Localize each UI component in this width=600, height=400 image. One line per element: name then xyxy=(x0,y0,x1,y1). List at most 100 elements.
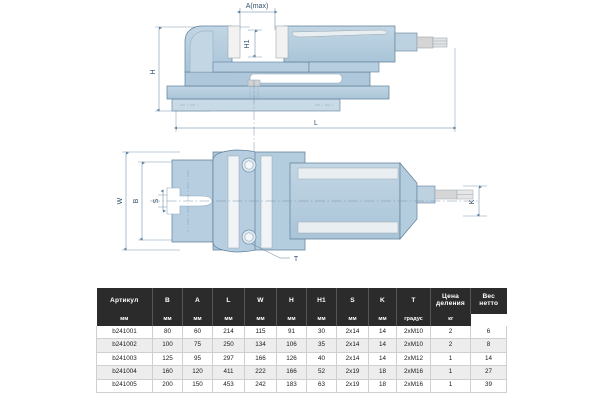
cell-b: 80 xyxy=(152,326,183,340)
cell-net_weight: 14 xyxy=(470,352,507,367)
plan-spindle xyxy=(416,185,474,204)
col-header-l: L xyxy=(212,288,245,314)
cell-a: 95 xyxy=(182,352,213,367)
jaw-plate-left xyxy=(227,25,241,59)
col-header-scale-division-line2: деления xyxy=(436,300,465,307)
col-header-article: Артикул xyxy=(96,288,153,314)
jaw-plates xyxy=(227,25,289,59)
cell-h: 91 xyxy=(276,326,307,340)
cell-h1: 63 xyxy=(306,379,337,393)
cell-w: 166 xyxy=(244,352,277,367)
cell-h1: 52 xyxy=(306,365,337,380)
cell-a: 75 xyxy=(182,338,213,353)
cell-t: 2xM16 xyxy=(396,365,431,380)
lead-screw-spindle xyxy=(394,32,448,52)
cell-w: 242 xyxy=(244,379,277,393)
cell-net_weight: 39 xyxy=(470,379,507,393)
cell-scale_division: 1 xyxy=(430,379,471,393)
cell-net_weight: 27 xyxy=(470,365,507,380)
col-header-net-weight-line1: Вес xyxy=(482,293,496,301)
col-header-net-weight-line2: нетто xyxy=(479,300,499,307)
cell-a: 150 xyxy=(182,379,213,393)
cell-l: 453 xyxy=(212,379,245,393)
dimension-w: W xyxy=(117,151,180,251)
unit-h: мм xyxy=(244,314,277,326)
cell-article: b241004 xyxy=(96,365,153,380)
cell-h: 126 xyxy=(276,352,307,367)
cell-w: 115 xyxy=(244,326,277,340)
dimension-a-max: A(max) xyxy=(237,3,278,30)
col-header-h1: H1 xyxy=(306,288,337,314)
cell-net_weight: 8 xyxy=(470,338,507,353)
dim-label-a-max: A(max) xyxy=(246,3,269,10)
cell-article: b241002 xyxy=(96,338,153,353)
dimension-t: T xyxy=(251,243,299,263)
col-header-t: T xyxy=(396,288,431,314)
dim-label-k: K xyxy=(469,199,476,204)
col-header-scale-division: Цена деления xyxy=(430,288,471,314)
table-header-row: Артикул B A L W H H1 S K T Цена деления … xyxy=(96,288,507,314)
cell-article: b241001 xyxy=(96,326,153,340)
dimension-h1: H1 xyxy=(244,29,262,58)
swivel-bolt-holes xyxy=(241,157,257,245)
cell-b: 200 xyxy=(152,379,183,393)
cell-scale_division: 2 xyxy=(430,326,471,340)
dimension-l: L xyxy=(174,48,457,132)
fixed-jaw-casting xyxy=(184,25,310,73)
cell-l: 214 xyxy=(212,326,245,340)
cell-t: 2xM12 xyxy=(396,352,431,367)
cell-h: 183 xyxy=(276,379,307,393)
dim-label-l: L xyxy=(314,120,318,127)
cell-article: b241005 xyxy=(96,379,153,393)
col-header-s: S xyxy=(336,288,369,314)
cell-l: 250 xyxy=(212,338,245,353)
col-header-w: W xyxy=(244,288,277,314)
technical-drawing: A(max) H H1 xyxy=(117,3,487,263)
cell-h: 166 xyxy=(276,365,307,380)
cell-s: 2x14 xyxy=(336,338,369,353)
cell-s: 2x19 xyxy=(336,365,369,380)
plan-rails xyxy=(227,155,273,249)
cell-l: 411 xyxy=(212,365,245,380)
cell-k: 14 xyxy=(368,326,397,340)
cell-t: 2xM10 xyxy=(396,338,431,353)
cell-l: 297 xyxy=(212,352,245,367)
table-units-row: мм мм мм мм мм мм мм мм мм градус кг xyxy=(96,314,507,326)
cell-k: 14 xyxy=(368,352,397,367)
vise-body-bridge xyxy=(184,71,371,87)
unit-w: мм xyxy=(212,314,245,326)
cell-a: 60 xyxy=(182,326,213,340)
cell-a: 120 xyxy=(182,365,213,380)
unit-b: мм xyxy=(96,314,153,326)
cell-h1: 35 xyxy=(306,338,337,353)
cell-k: 18 xyxy=(368,365,397,380)
cell-net_weight: 6 xyxy=(470,326,507,340)
specifications-panel: Артикул B A L W H H1 S K T Цена деления … xyxy=(96,288,507,393)
col-header-h: H xyxy=(276,288,307,314)
cell-b: 100 xyxy=(152,338,183,353)
unit-h1: мм xyxy=(276,314,307,326)
cell-s: 2x19 xyxy=(336,379,369,393)
col-header-b: B xyxy=(152,288,183,314)
unit-l: мм xyxy=(182,314,213,326)
col-header-scale-division-line1: Цена xyxy=(441,293,459,301)
cell-k: 14 xyxy=(368,338,397,353)
cell-s: 2x14 xyxy=(336,326,369,340)
dim-label-w: W xyxy=(117,197,124,204)
dim-label-b: B xyxy=(133,198,140,203)
unit-a: мм xyxy=(152,314,183,326)
unit-net-weight: кг xyxy=(430,314,471,326)
cell-h1: 40 xyxy=(306,352,337,367)
jaw-plate-right xyxy=(275,25,289,59)
cell-k: 18 xyxy=(368,379,397,393)
cell-s: 2x14 xyxy=(336,352,369,367)
dimension-k: K xyxy=(463,185,487,217)
dim-label-h1: H1 xyxy=(244,39,251,48)
